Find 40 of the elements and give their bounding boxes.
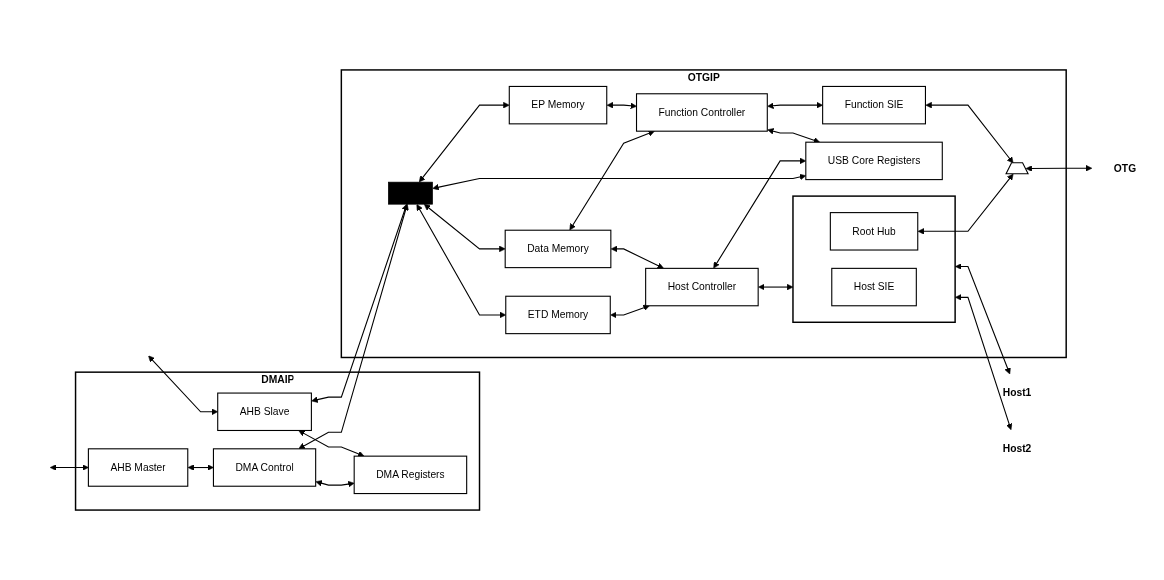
arrow bbox=[606, 101, 637, 109]
node-box: ETD Memory bbox=[505, 295, 611, 335]
node-box: AHB Slave bbox=[217, 392, 312, 432]
node-box: USB Core Registers bbox=[805, 141, 943, 181]
arrow bbox=[569, 130, 655, 231]
node-text: OTG bbox=[1113, 161, 1137, 174]
arrow bbox=[298, 203, 409, 449]
node-box: Function Controller bbox=[635, 93, 768, 132]
arrow bbox=[767, 101, 1011, 375]
arrow bbox=[917, 165, 1093, 235]
node-text: Host2 bbox=[1002, 442, 1032, 454]
node-bar bbox=[388, 181, 433, 205]
arrow bbox=[767, 128, 820, 144]
cluster bbox=[792, 195, 956, 323]
arrow bbox=[49, 464, 89, 471]
arrow bbox=[955, 165, 1093, 431]
arrow bbox=[315, 480, 355, 488]
arrow bbox=[298, 430, 365, 457]
node-box: Function SIE bbox=[822, 85, 926, 125]
arrow bbox=[418, 101, 510, 183]
arrow bbox=[610, 245, 664, 269]
node-text: Host1 bbox=[1002, 386, 1032, 399]
arrow bbox=[187, 464, 214, 471]
arrow bbox=[758, 173, 1014, 291]
arrow bbox=[925, 101, 1014, 375]
arrow bbox=[424, 204, 506, 253]
node-trapezoid bbox=[1005, 162, 1029, 175]
node-box: AHB Master bbox=[87, 448, 189, 487]
node-box: DMA Control bbox=[212, 448, 317, 487]
arrow bbox=[758, 101, 823, 291]
arrow bbox=[610, 304, 650, 319]
arrow bbox=[311, 203, 408, 403]
node-box: EP Memory bbox=[508, 85, 608, 125]
node-box: DMA Registers bbox=[353, 455, 468, 495]
arrow bbox=[925, 101, 1014, 431]
node-box: Host SIE bbox=[831, 267, 917, 307]
node-box: Root Hub bbox=[829, 212, 919, 251]
node-box: Data Memory bbox=[504, 229, 612, 269]
arrow bbox=[148, 355, 218, 415]
node-box: Host Controller bbox=[645, 267, 759, 307]
